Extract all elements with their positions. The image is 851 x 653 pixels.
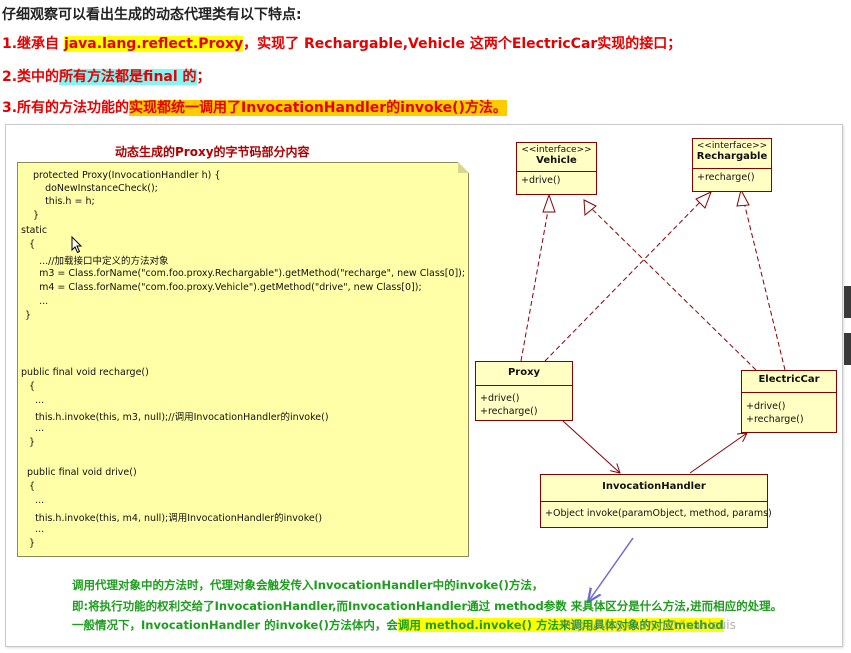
mouse-cursor-icon [71,236,83,254]
code-line: m4 = Class.forName("com.foo.proxy.Vehicl… [27,282,422,293]
point-1: 1.继承自 java.lang.reflect.Proxy，实现了 Rechar… [2,33,681,53]
code-line: ... [23,524,45,535]
code-line: this.h.invoke(this, m4, null);调用Invocati… [23,513,323,524]
code-line: ... [23,395,45,406]
rechargable-stereotype: <<interface>> [696,141,768,151]
code-line: ... [27,296,49,307]
invocation-handler-method-invoke: +Object invoke(paramObject, method, para… [545,508,772,519]
point-3-highlight: 实现都统一调用了InvocationHandler的invoke()方法。 [129,100,507,116]
triangle-vehicle-right [583,199,597,217]
invocation-handler-name: InvocationHandler [602,481,706,492]
bottom-note-line-2: 即:将执行功能的权利交给了InvocationHandler,而Invocati… [72,599,783,613]
proxy-divider [476,385,572,386]
electric-car-name: ElectricCar [758,374,820,385]
scrollbar-thumb-upper[interactable] [844,286,851,318]
watermark: http://blog.csdn.net/luanlouis [560,618,736,632]
code-line: public final void recharge() [21,367,149,378]
point-1-prefix: 1.继承自 [2,36,64,52]
rechargable-method-recharge: +recharge() [697,172,755,183]
proxy-to-handler-association [562,420,620,473]
code-line: static [21,225,48,236]
point-3-prefix: 3.所有的方法功能的 [2,100,130,116]
code-line: } [33,210,40,221]
code-box-title: 动态生成的Proxy的字节码部分内容 [115,145,310,159]
code-line: } [29,437,36,448]
triangle-vehicle-left [542,193,556,213]
point-2: 2.类中的所有方法都是final 的； [2,66,211,86]
vehicle-stereotype: <<interface>> [521,145,592,155]
proxy-method-recharge: +recharge() [480,406,538,417]
bottom-note-line-1: 调用代理对象中的方法时，代理对象会触发传入InvocationHandler中的… [72,578,544,592]
rechargable-interface: <<interface>> Rechargable +recharge() [692,138,772,192]
invocation-handler-class: InvocationHandler +Object invoke(paramOb… [540,474,772,528]
code-line: this.h = h; [33,196,95,207]
electric-car-divider [742,392,836,393]
code-line: } [29,538,36,549]
point-2-suffix: ； [196,69,211,85]
code-line: ... [23,495,45,506]
intro-title: 仔细观察可以看出生成的动态代理类有以下特点: [2,7,302,23]
proxy-to-vehicle-realization [520,204,550,362]
point-2-prefix: 2.类中的 [2,69,60,85]
scrollbar-thumb-lower[interactable] [844,333,851,365]
proxy-to-rechargable-realization [544,197,705,362]
note-fold-corner [458,162,469,173]
point-1-suffix: ，实现了 Rechargable,Vehicle 这两个ElectricCar实… [243,36,682,52]
electric-car-method-drive: +drive() [746,401,786,412]
code-note [17,162,469,557]
triangle-rechargable-right [736,188,750,207]
vehicle-divider [517,171,596,172]
bottom-note-line-3-highlight: 调用 method.invoke() 方法来调用具体对象的对应method [397,618,724,632]
proxy-name: Proxy [507,367,541,378]
point-2-highlight: 所有方法都是final 的 [59,69,197,85]
electriccar-to-vehicle-realization [590,207,757,371]
invocation-handler-divider [541,501,767,502]
vehicle-method-drive: +drive() [521,175,561,186]
proxy-method-drive: +drive() [480,393,520,404]
electric-car-class: ElectricCar +drive() +recharge() [741,370,837,433]
code-line: public final void drive() [27,467,137,478]
code-line: ... [23,423,45,434]
rechargable-name: Rechargable [696,151,768,162]
electric-car-method-recharge: +recharge() [746,414,804,425]
code-line: ...//加载接口中定义的方法对象 [27,256,169,267]
bottom-note-line-3: 一般情况下，InvocationHandler 的invoke()方法体内，会调… [72,617,724,633]
code-line: doNewInstanceCheck(); [33,183,158,194]
triangle-rechargable-left [695,191,712,209]
code-line: { [29,239,36,250]
bottom-note-line-3-prefix: 一般情况下，InvocationHandler 的invoke()方法体内，会 [72,618,398,632]
point-1-highlight: java.lang.reflect.Proxy [63,36,244,52]
proxy-class: Proxy +drive() +recharge() [475,361,573,421]
code-line: } [25,310,32,321]
electriccar-to-rechargable-realization [742,197,786,371]
code-line: m3 = Class.forName("com.foo.proxy.Rechar… [27,268,466,279]
rechargable-divider [693,168,771,169]
vehicle-name: Vehicle [536,155,577,166]
vehicle-interface: <<interface>> Vehicle +drive() [516,142,597,195]
code-line: protected Proxy(InvocationHandler h) { [33,170,221,181]
point-3: 3.所有的方法功能的实现都统一调用了InvocationHandler的invo… [2,97,507,117]
code-line: this.h.invoke(this, m3, null);//调用Invoca… [23,412,329,423]
callout-arrow [588,537,634,602]
code-line: { [29,481,36,492]
electriccar-to-handler-association [689,433,747,474]
code-line: { [29,381,36,392]
